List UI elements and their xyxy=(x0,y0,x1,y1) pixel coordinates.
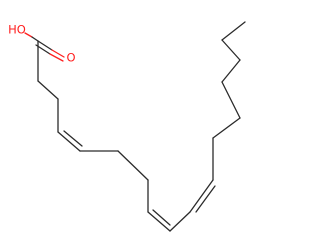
bond-c15-c16 xyxy=(212,117,241,139)
carboxyl-group: HO O xyxy=(8,23,75,65)
carbon-chain xyxy=(37,21,246,232)
co-bond-a-red xyxy=(51,49,65,58)
bond-c7-c8 xyxy=(117,150,149,181)
double-bond-1-main xyxy=(57,131,81,152)
molecule-structure: HO O xyxy=(8,21,246,232)
carbonyl-oxygen-label: O xyxy=(66,51,75,65)
hydroxyl-label: HO xyxy=(8,23,26,37)
oh-bond-red xyxy=(24,32,33,38)
oh-bond-black xyxy=(31,36,39,42)
double-bond-2-main xyxy=(147,211,171,232)
double-bond-1-inner xyxy=(63,130,83,147)
double-bond-3-main xyxy=(189,179,214,213)
bond-c16-c17 xyxy=(221,81,241,119)
double-bond-2-inner xyxy=(152,209,171,226)
bond-c19-c20 xyxy=(221,21,246,41)
bond-c2-c3 xyxy=(37,80,59,100)
co-bond-b-red xyxy=(49,53,64,62)
double-bond-3-inner xyxy=(195,185,216,213)
bond-c17-c18 xyxy=(221,59,241,83)
bond-c18-c19 xyxy=(221,39,241,61)
bond-c11-c12 xyxy=(169,211,191,232)
co-bond-a-black xyxy=(37,40,53,51)
